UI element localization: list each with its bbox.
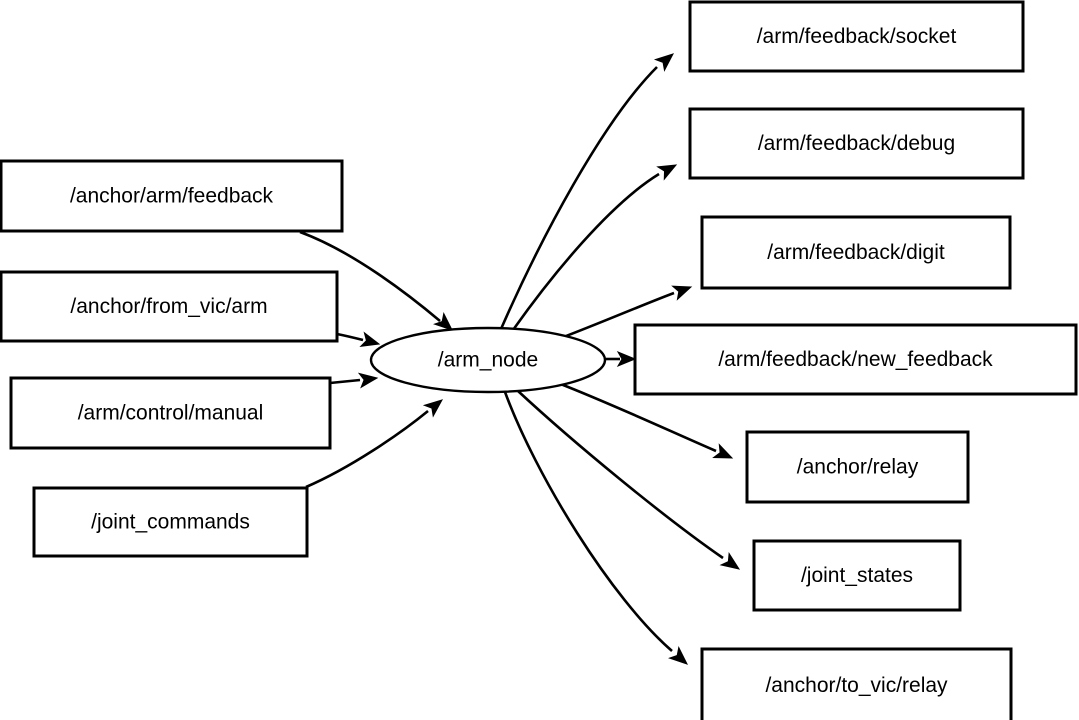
- node-anchor-to-vic-relay[interactable]: /anchor/to_vic/relay: [700, 647, 1013, 720]
- edge-line: [503, 391, 673, 652]
- node-joint-commands[interactable]: /joint_commands: [32, 486, 309, 558]
- edge-line: [560, 291, 675, 340]
- node-joint-states[interactable]: /joint_states: [752, 539, 962, 612]
- node-label: /arm/feedback/digit: [767, 241, 945, 264]
- node-rect[interactable]: [752, 539, 962, 612]
- node-rect[interactable]: [700, 215, 1012, 290]
- node-arm-feedback-digit[interactable]: /arm/feedback/digit: [700, 215, 1012, 290]
- node-label: /anchor/relay: [797, 456, 919, 479]
- node-arm_node[interactable]: /arm_node: [369, 326, 607, 394]
- node-rect[interactable]: [633, 323, 1078, 396]
- arrowhead-icon: [422, 399, 444, 418]
- arrowhead-icon: [656, 164, 678, 181]
- edge-e-out-2: [511, 164, 678, 331]
- node-label: /arm/feedback/socket: [757, 25, 957, 48]
- edge-line: [336, 332, 364, 342]
- node-rect[interactable]: [0, 270, 339, 343]
- node-anchor-arm-feedback[interactable]: /anchor/arm/feedback: [0, 159, 344, 233]
- node-label: /arm_node: [438, 349, 538, 372]
- edges-layer: [299, 53, 741, 665]
- edge-e-out-4: [606, 350, 637, 368]
- node-arm-feedback-socket[interactable]: /arm/feedback/socket: [688, 0, 1025, 73]
- edge-e-out-7: [503, 391, 688, 665]
- node-label: /arm/feedback/new_feedback: [718, 348, 993, 371]
- node-label: /joint_commands: [91, 511, 250, 534]
- node-rect[interactable]: [700, 647, 1013, 720]
- arrowhead-icon: [359, 331, 381, 348]
- arrowhead-icon: [653, 53, 675, 72]
- edge-e-out-5: [557, 381, 734, 459]
- edge-line: [299, 230, 441, 322]
- edge-e-out-3: [560, 285, 693, 340]
- edge-line: [511, 172, 660, 331]
- node-label: /joint_states: [801, 564, 913, 587]
- edge-e-in-3: [329, 372, 379, 389]
- node-label: /anchor/to_vic/relay: [765, 674, 948, 697]
- arrowhead-icon: [671, 285, 693, 301]
- node-rect[interactable]: [688, 107, 1025, 180]
- node-arm-feedback-new-feedback[interactable]: /arm/feedback/new_feedback: [633, 323, 1078, 396]
- node-label: /arm/feedback/debug: [758, 132, 955, 155]
- node-rect[interactable]: [32, 486, 309, 558]
- edge-line: [305, 409, 429, 489]
- node-rect[interactable]: [0, 159, 344, 233]
- node-label: /anchor/from_vic/arm: [70, 295, 267, 318]
- arrowhead-icon: [357, 372, 379, 389]
- arrowhead-icon: [433, 312, 453, 331]
- arrowhead-icon: [616, 350, 637, 368]
- edge-line: [499, 66, 658, 330]
- node-rect[interactable]: [745, 430, 970, 504]
- node-label: /anchor/arm/feedback: [70, 185, 274, 208]
- node-label: /arm/control/manual: [78, 402, 264, 425]
- edge-line: [557, 381, 717, 453]
- node-anchor-from-vic-arm[interactable]: /anchor/from_vic/arm: [0, 270, 339, 343]
- arrowhead-icon: [668, 646, 688, 665]
- node-rect[interactable]: [9, 376, 332, 450]
- edge-e-in-4: [305, 399, 444, 489]
- edge-line: [517, 390, 724, 560]
- node-anchor-relay[interactable]: /anchor/relay: [745, 430, 970, 504]
- node-arm-control-manual[interactable]: /arm/control/manual: [9, 376, 332, 450]
- edge-e-in-2: [336, 331, 381, 348]
- arrowhead-icon: [712, 443, 734, 459]
- edge-line: [329, 378, 361, 385]
- edge-e-out-6: [517, 390, 741, 570]
- arrowhead-icon: [719, 552, 741, 570]
- edge-e-in-1: [299, 230, 453, 331]
- node-arm-feedback-debug[interactable]: /arm/feedback/debug: [688, 107, 1025, 180]
- edge-e-out-1: [499, 53, 675, 330]
- node-ellipse[interactable]: [369, 326, 607, 394]
- node-rect[interactable]: [688, 0, 1025, 73]
